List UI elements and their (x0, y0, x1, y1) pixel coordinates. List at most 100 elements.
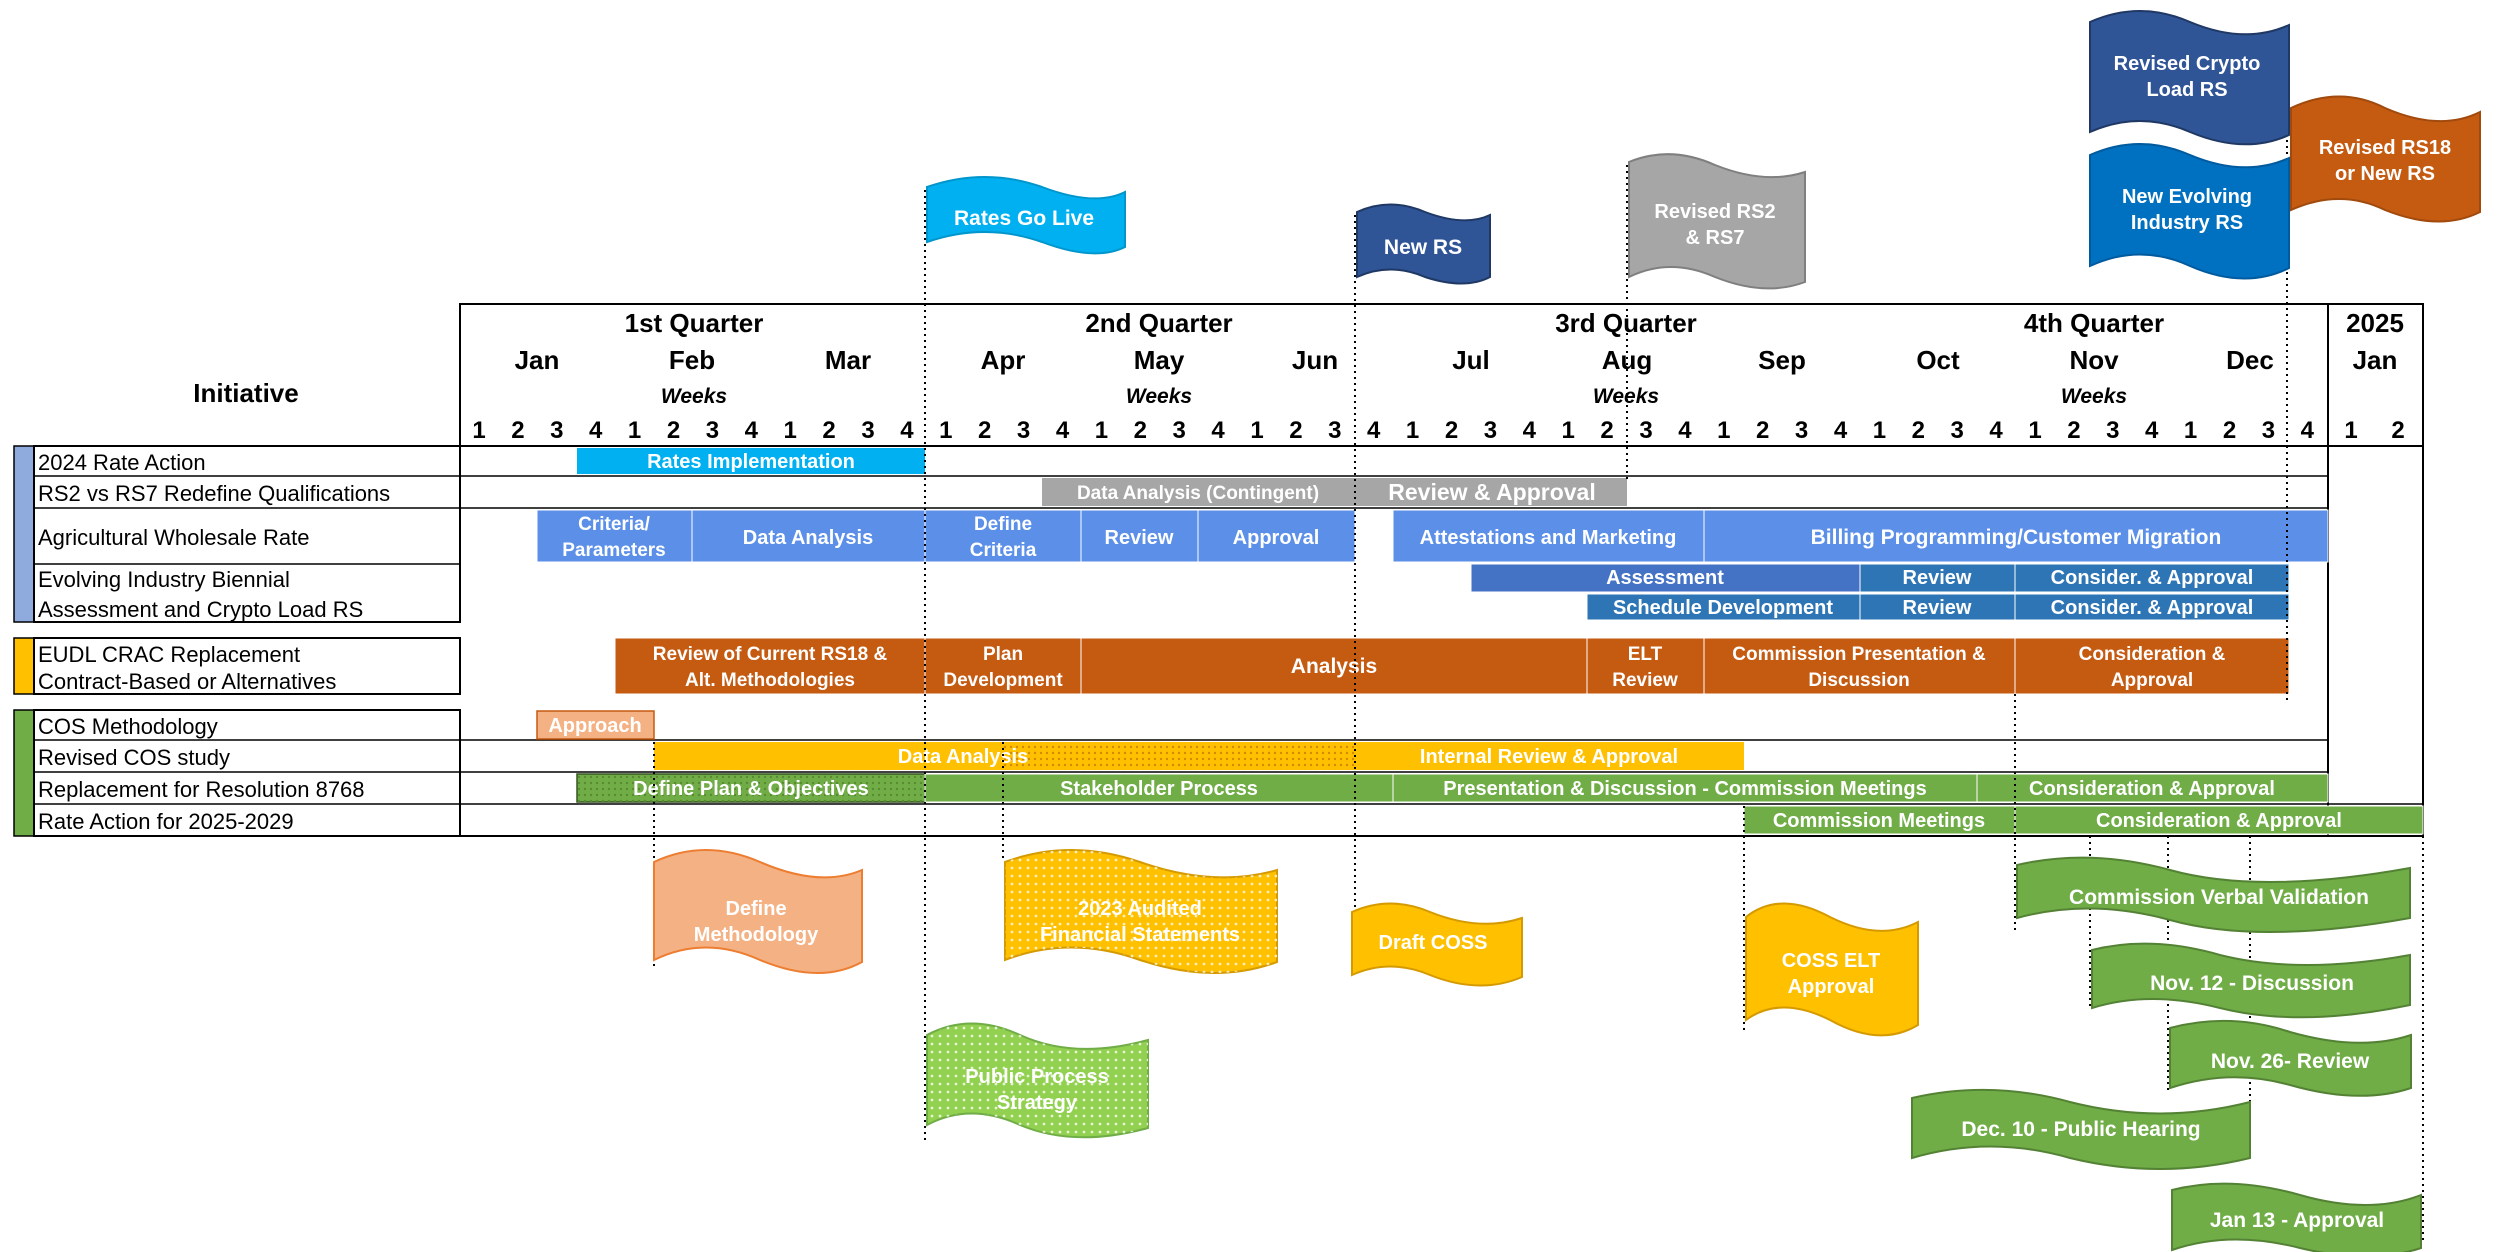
gantt-bar (1703, 637, 2016, 695)
week-number: 2 (667, 417, 680, 444)
week-number: 4 (2301, 417, 2315, 444)
row-label: Replacement for Resolution 8768 (38, 777, 365, 802)
month-label: Apr (981, 345, 1026, 375)
gantt-bar (1042, 478, 1355, 506)
row-label: Evolving Industry Biennial (38, 567, 290, 592)
flag-shape (1351, 902, 1523, 987)
week-number: 4 (589, 417, 603, 444)
week-number: 1 (2028, 417, 2041, 444)
week-number: 4 (1367, 417, 1381, 444)
flag-pattern (927, 1023, 1148, 1138)
week-number: 3 (2262, 417, 2275, 444)
flag-shape (2089, 143, 2290, 280)
bar-label: Analysis (1291, 655, 1377, 678)
gantt-bar (1859, 593, 2016, 621)
bar-label: Review of Current RS18 &Alt. Methodologi… (653, 644, 888, 691)
month-label: Oct (1916, 345, 1960, 375)
bar-label: Consider. & Approval (2051, 567, 2254, 589)
week-number: 3 (1484, 417, 1497, 444)
gantt-bar (1976, 773, 2329, 803)
bar-label: Review & Approval (1388, 479, 1595, 505)
week-number: 2 (1289, 417, 1302, 444)
gantt-bar (1197, 509, 1356, 563)
month-label: Jan (2353, 345, 2398, 375)
week-number: 2 (1134, 417, 1147, 444)
month-label: Dec (2226, 345, 2274, 375)
flag-label: Nov. 12 - Discussion (2150, 972, 2354, 995)
week-number: 3 (1173, 417, 1186, 444)
month-label: May (1134, 345, 1185, 375)
flag-label: Jan 13 - Approval (2210, 1209, 2384, 1232)
week-number: 3 (1639, 417, 1652, 444)
week-number: 4 (1523, 417, 1537, 444)
week-number: 2 (1445, 417, 1458, 444)
gantt-bar (1470, 563, 1861, 593)
week-number: 2 (2223, 417, 2236, 444)
week-number: 1 (1250, 417, 1263, 444)
bar-label: Presentation & Discussion - Commission M… (1443, 778, 1926, 800)
month-label: Jan (515, 345, 560, 375)
gantt-bar (2014, 563, 2290, 593)
gantt-bar (924, 637, 1082, 695)
week-number: 3 (1328, 417, 1341, 444)
bar-label: Billing Programming/Customer Migration (1811, 526, 2222, 549)
gantt-bar (2014, 805, 2424, 835)
row-label: Assessment and Crypto Load RS (38, 597, 363, 622)
flag-shape (2169, 1019, 2412, 1097)
row-label: RS2 vs RS7 Redefine Qualifications (38, 481, 390, 506)
row-label: Agricultural Wholesale Rate (38, 525, 309, 550)
week-number: 1 (1717, 417, 1730, 444)
flag-label: Draft COSS (1379, 932, 1488, 954)
week-number: 2 (511, 417, 524, 444)
bar-label: Schedule Development (1613, 597, 1833, 619)
bar-label: Internal Review & Approval (1420, 746, 1678, 768)
flag-shape (1628, 153, 1806, 290)
week-number: 3 (706, 417, 719, 444)
bar-label: Consideration & Approval (2096, 810, 2342, 832)
week-number: 2 (978, 417, 991, 444)
bar-label: Approach (548, 715, 641, 737)
week-number: 3 (1017, 417, 1030, 444)
week-number: 4 (2145, 417, 2159, 444)
weeks-label: Weeks (661, 385, 727, 408)
flag-shape (2171, 1182, 2422, 1252)
week-number: 2 (822, 417, 835, 444)
week-number: 4 (745, 417, 759, 444)
flag-label: Rates Go Live (954, 207, 1094, 230)
week-number: 2 (1756, 417, 1769, 444)
bar-label: Rates Implementation (647, 451, 855, 473)
week-number: 1 (784, 417, 797, 444)
flag-label: New RS (1384, 236, 1462, 259)
weeks-label: Weeks (2061, 385, 2127, 408)
bar-label: Approval (1233, 527, 1320, 549)
flag-shape (2091, 942, 2411, 1019)
week-number: 3 (2106, 417, 2119, 444)
quarter-label: 1st Quarter (625, 308, 764, 338)
row-label: Contract-Based or Alternatives (38, 669, 336, 694)
gantt-bar (1355, 742, 1744, 770)
gantt-bar (1392, 509, 1705, 563)
month-label: Sep (1758, 345, 1806, 375)
week-number: 2 (1912, 417, 1925, 444)
bar-label: Define Plan & Objectives (633, 778, 869, 800)
gantt-bar (1586, 637, 1705, 695)
flag-shape (2290, 95, 2481, 223)
bar-pattern (577, 774, 925, 802)
week-number: 3 (1951, 417, 1964, 444)
flag-shape (1911, 1088, 2251, 1170)
row-label: 2024 Rate Action (38, 450, 206, 475)
week-number: 2 (1600, 417, 1613, 444)
week-number: 1 (1406, 417, 1419, 444)
week-number: 4 (1989, 417, 2003, 444)
